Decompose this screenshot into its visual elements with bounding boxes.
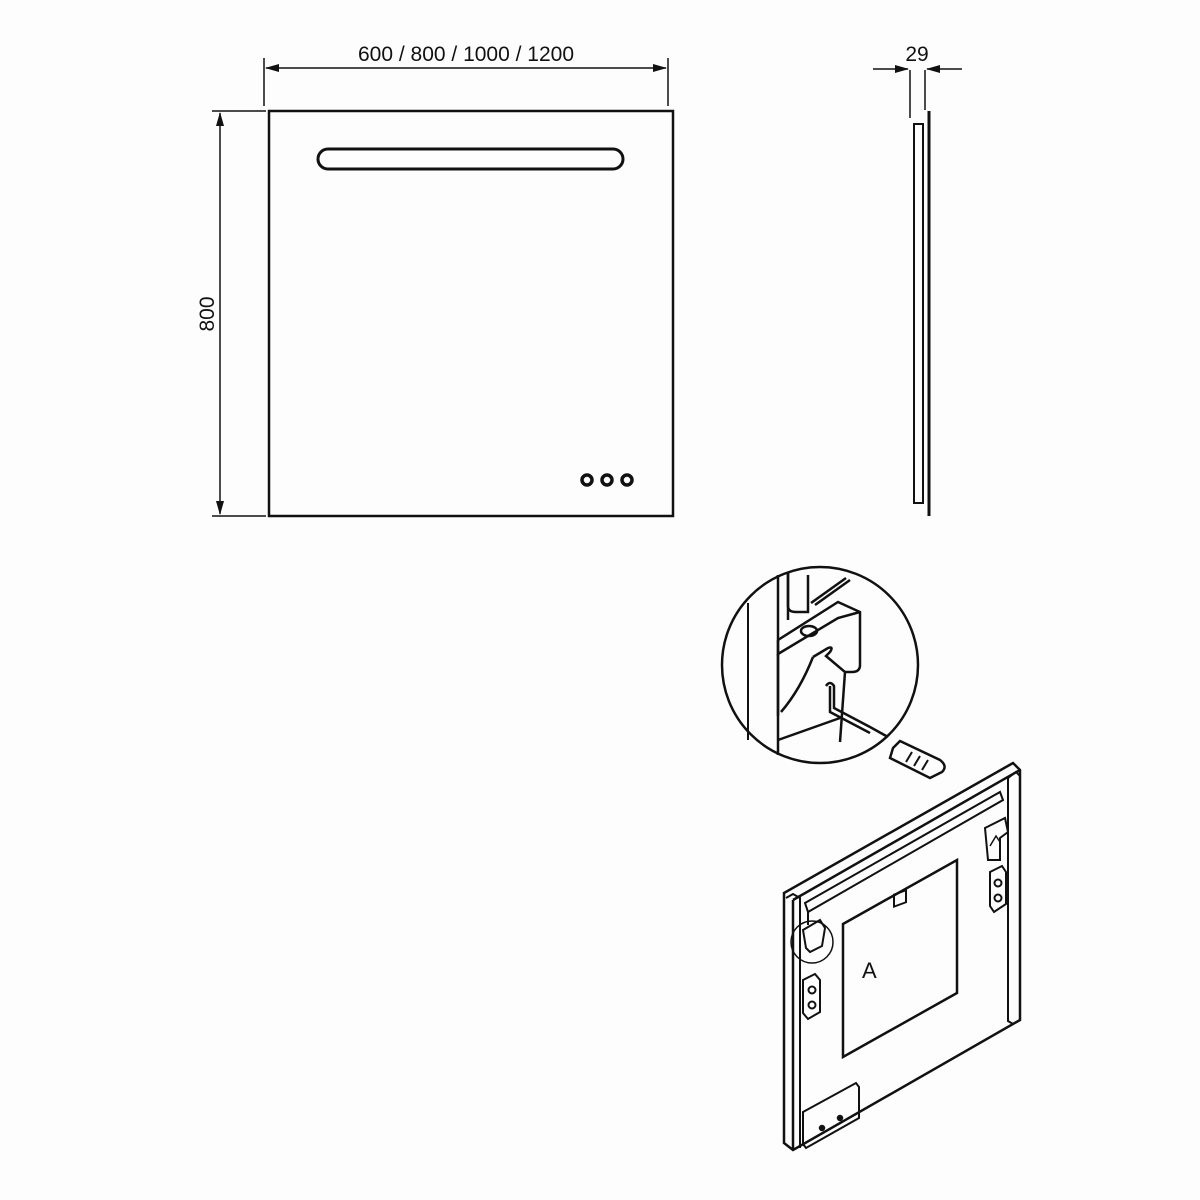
button-icon bbox=[600, 473, 614, 487]
height-label: 800 bbox=[196, 296, 219, 331]
button-icon bbox=[580, 473, 594, 487]
depth-label: 29 bbox=[905, 43, 928, 66]
front-view: 600 / 800 / 1000 / 1200 800 bbox=[196, 43, 675, 518]
wall-plug-icon bbox=[888, 739, 946, 780]
led-light-strip bbox=[316, 147, 625, 171]
detail-label: A bbox=[862, 958, 877, 983]
width-dimension: 600 / 800 / 1000 / 1200 bbox=[263, 43, 669, 106]
button-icon bbox=[620, 473, 634, 487]
width-label: 600 / 800 / 1000 / 1200 bbox=[358, 43, 574, 66]
height-dimension: 800 bbox=[196, 110, 266, 517]
side-view: 29 bbox=[873, 43, 962, 516]
touch-buttons bbox=[580, 473, 634, 487]
mirror-outline bbox=[267, 109, 675, 518]
mirror-back-isometric bbox=[782, 761, 1022, 1152]
detail-magnifier bbox=[720, 565, 920, 765]
